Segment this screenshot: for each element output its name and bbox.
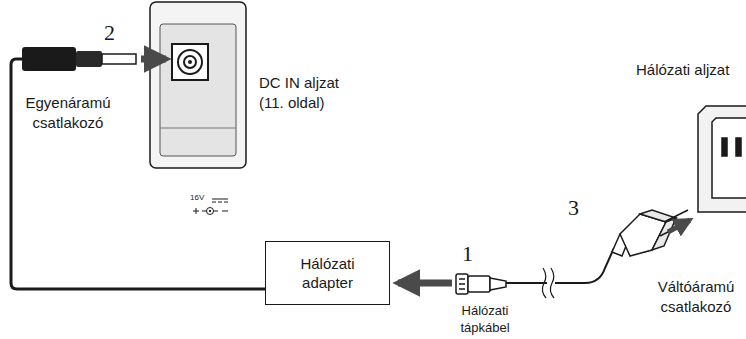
wall-outlet: [698, 106, 746, 212]
voltage-label: 16V: [190, 193, 204, 203]
dc-in-panel: [150, 2, 246, 168]
callout-number: 2: [104, 22, 115, 44]
part-label: Hálózati tápkábel: [444, 303, 526, 337]
dc-cable: [11, 59, 265, 289]
ac-plug: [612, 210, 690, 256]
callout-number: 1: [462, 243, 473, 265]
callout-number: 3: [568, 197, 579, 219]
part-label: DC IN aljzat (11. oldal): [259, 73, 359, 112]
part-label: Váltóáramú csatlakozó: [650, 277, 742, 316]
adapter-box: Hálózati adapter: [265, 241, 390, 305]
power-cord: [506, 248, 614, 298]
part-label: Egyenáramú csatlakozó: [10, 93, 126, 132]
iec-connector: [456, 274, 506, 294]
part-label: Hálózati aljzat: [636, 60, 729, 80]
insert-arrow: [398, 280, 452, 287]
dc-plug: [22, 47, 166, 71]
box-label: Hálózati adapter: [288, 254, 368, 293]
